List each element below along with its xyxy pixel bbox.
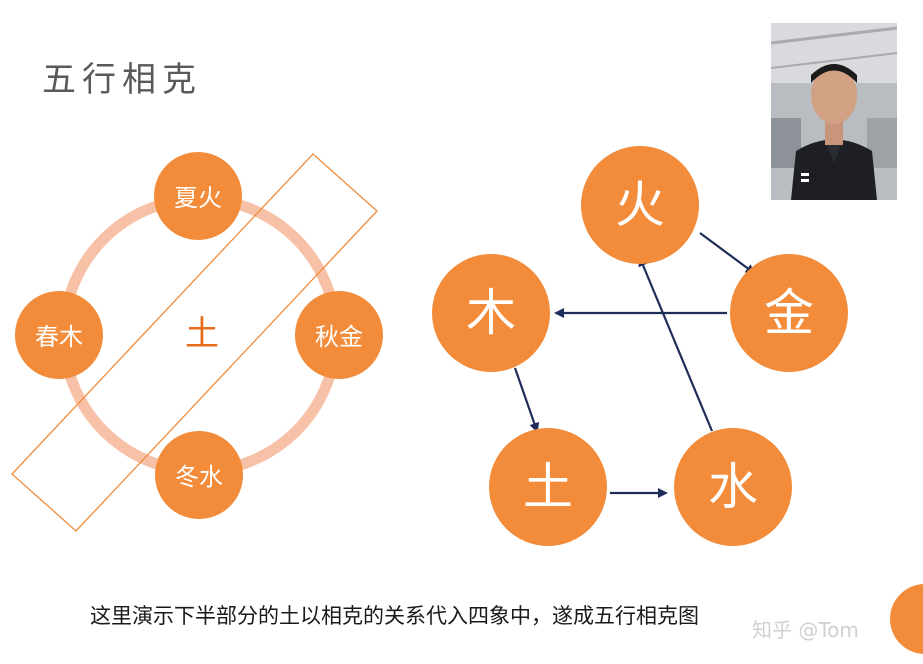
element-node-water: 水 (674, 428, 792, 546)
slide-title: 五行相克 (42, 60, 202, 100)
element-node-wood: 木 (432, 254, 550, 372)
watermark: 知乎 @Tom (752, 618, 859, 642)
element-node-fire: 火 (581, 146, 699, 264)
element-node-label: 火 (615, 176, 665, 234)
center-earth-label: 土 (185, 314, 219, 354)
earth-highlight-box (11, 153, 378, 532)
element-node-label: 水 (708, 458, 758, 516)
arrow-fire-to-metal (699, 232, 756, 275)
season-node-label: 夏火 (174, 184, 222, 212)
season-node-label: 秋金 (315, 323, 363, 351)
element-node-label: 金 (764, 284, 814, 342)
presenter-photo (771, 23, 897, 200)
season-node-autumn: 秋金 (295, 291, 383, 379)
arrow-wood-to-earth (513, 367, 540, 433)
slide-caption: 这里演示下半部分的土以相克的关系代入四象中，遂成五行相克图 (90, 604, 699, 628)
season-node-label: 冬水 (175, 463, 223, 491)
arrow-water-to-fire (638, 256, 714, 432)
season-node-spring: 春木 (15, 291, 103, 379)
cycle-arrows (513, 232, 756, 498)
season-node-label: 春木 (35, 323, 83, 351)
season-node-summer: 夏火 (154, 152, 242, 240)
element-node-label: 木 (466, 284, 516, 342)
element-node-earth: 土 (489, 428, 607, 546)
element-node-metal: 金 (730, 254, 848, 372)
season-node-winter: 冬水 (155, 431, 243, 519)
element-node-label: 土 (523, 458, 573, 516)
